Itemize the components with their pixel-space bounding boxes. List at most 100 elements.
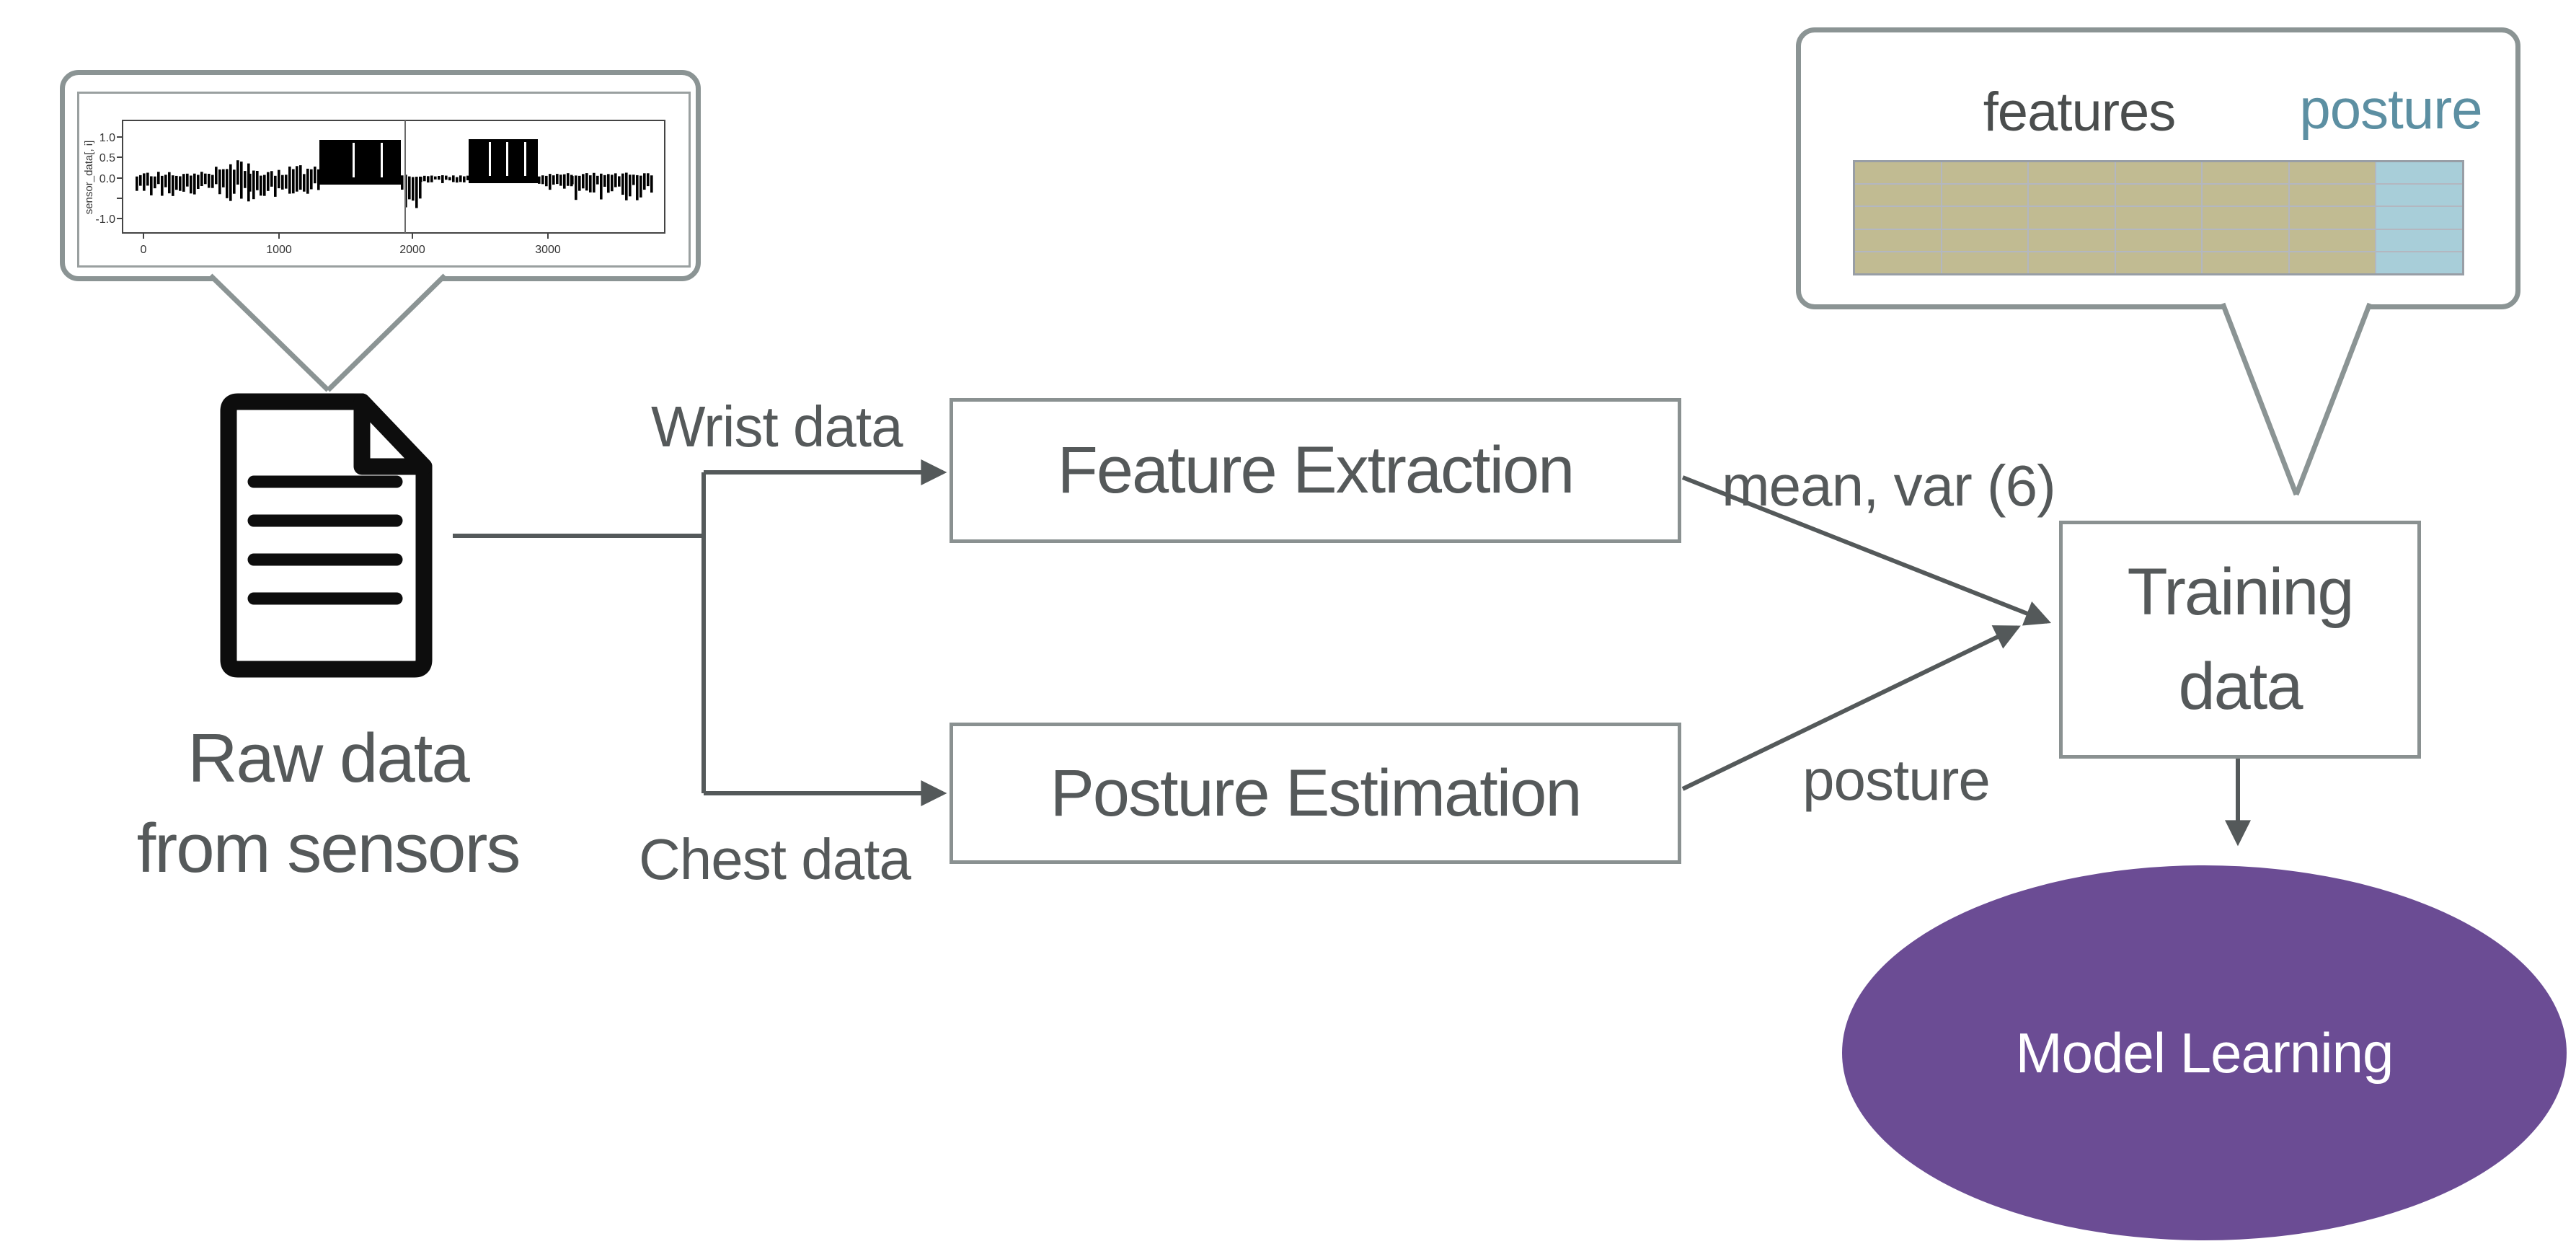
waveform-bar: [625, 172, 628, 200]
waveform-bar: [139, 175, 142, 186]
waveform-bar: [143, 173, 146, 191]
feature-cell: [2029, 252, 2115, 273]
waveform-bar: [629, 175, 632, 197]
waveform-bar: [636, 175, 639, 200]
waveform-bar: [438, 176, 441, 180]
waveform-gap: [381, 143, 383, 177]
waveform-bar: [538, 176, 541, 184]
waveform-bar: [229, 164, 232, 201]
sensor-callout-pointer-icon: [208, 273, 447, 392]
model-learning-label: Model Learning: [2015, 1020, 2394, 1085]
feature-cell: [2203, 252, 2288, 273]
training-data-table: [1853, 160, 2464, 275]
waveform-bar: [136, 176, 138, 191]
waveform-bar: [236, 160, 239, 185]
feature-cell: [1855, 207, 1941, 229]
y-axis-label: sensor_data[, i]: [83, 141, 95, 215]
waveform-bar: [585, 173, 588, 191]
waveform-bar: [278, 169, 280, 189]
waveform-bar: [600, 173, 603, 200]
model-learning-ellipse: Model Learning: [1842, 865, 2567, 1240]
raw-data-label: Raw data from sensors: [76, 714, 580, 894]
waveform-bar: [317, 169, 320, 190]
waveform-bar: [578, 175, 581, 191]
waveform-bar: [567, 173, 570, 186]
feature-cell: [1855, 162, 1941, 184]
feature-cell: [2203, 162, 2288, 184]
feature-cell: [1942, 162, 2028, 184]
waveform-bar: [589, 175, 592, 193]
x-tick-label: 1000: [266, 244, 292, 256]
waveform-bar: [186, 173, 189, 187]
posture-cell: [2376, 229, 2462, 251]
feature-cell: [2203, 185, 2288, 206]
feature-cell: [1942, 252, 2028, 273]
y-tick-label: 0.5: [99, 152, 115, 164]
mean-var-edge-label: mean, var (6): [1722, 454, 2056, 518]
waveform-bar: [310, 169, 313, 190]
sensor-signal-plot: 0 1000 2000 3000 1.0 0.5 0.0 -1.0 sensor…: [83, 120, 665, 256]
waveform-bar: [299, 165, 302, 190]
feature-cell: [1942, 229, 2028, 251]
x-tick-label: 0: [141, 244, 147, 256]
waveform-bar: [650, 175, 653, 193]
raw-data-label-line2: from sensors: [136, 809, 521, 887]
waveform-bar: [270, 171, 273, 187]
waveform-bar: [200, 172, 203, 187]
posture-cell: [2376, 252, 2462, 273]
waveform-bar: [240, 162, 243, 199]
waveform-bar: [430, 175, 433, 182]
waveform-bar: [401, 175, 404, 190]
waveform-bar: [150, 176, 153, 195]
feature-cell: [2029, 207, 2115, 229]
waveform-bar: [639, 175, 642, 198]
waveform-bar: [197, 175, 200, 189]
waveform-bar: [179, 176, 182, 191]
waveform-bar: [556, 174, 559, 185]
posture-cell: [2376, 162, 2462, 184]
feature-cell: [2115, 185, 2202, 206]
posture-cell: [2376, 207, 2462, 229]
feature-cell: [1942, 207, 2028, 229]
waveform-bar: [420, 177, 422, 182]
y-tick-label: -1.0: [95, 213, 115, 226]
waveform-bar: [603, 175, 606, 187]
waveform-bar: [233, 169, 236, 194]
waveform-bar: [596, 175, 599, 185]
feature-cell: [2289, 162, 2376, 184]
waveform-bar: [614, 173, 617, 187]
feature-cell: [1942, 185, 2028, 206]
arrow-posture-to-training-data: [1681, 625, 2021, 791]
waveform-bar: [303, 174, 306, 192]
document-icon: [220, 393, 433, 678]
waveform-bar: [415, 177, 418, 208]
feature-cell: [2289, 252, 2376, 273]
feature-cell: [2289, 185, 2376, 206]
waveform-bar: [593, 172, 596, 193]
feature-cell: [2029, 162, 2115, 184]
waveform-bar: [419, 176, 422, 199]
splitter-connector: [453, 472, 706, 793]
feature-extraction-label: Feature Extraction: [1057, 433, 1575, 507]
waveform-gap: [353, 143, 355, 177]
waveform-bar: [252, 170, 255, 200]
waveform-bar: [563, 174, 566, 189]
waveform-bar: [296, 166, 298, 192]
waveform-gap: [506, 142, 508, 176]
waveform-bar: [445, 175, 448, 180]
waveform-bar: [559, 175, 562, 186]
waveform-burst: [319, 140, 401, 185]
raw-data-label-line1: Raw data: [187, 720, 470, 797]
waveform-bar: [408, 176, 411, 200]
feature-cell: [1855, 252, 1941, 273]
waveform-bar: [154, 176, 156, 189]
waveform-bar: [314, 167, 317, 184]
waveform-bar: [190, 175, 192, 194]
feature-cell: [2115, 207, 2202, 229]
waveform-bar: [172, 175, 174, 196]
waveform-bar: [211, 175, 214, 188]
waveform-bar: [146, 172, 149, 186]
feature-extraction-box: Feature Extraction: [950, 398, 1681, 543]
